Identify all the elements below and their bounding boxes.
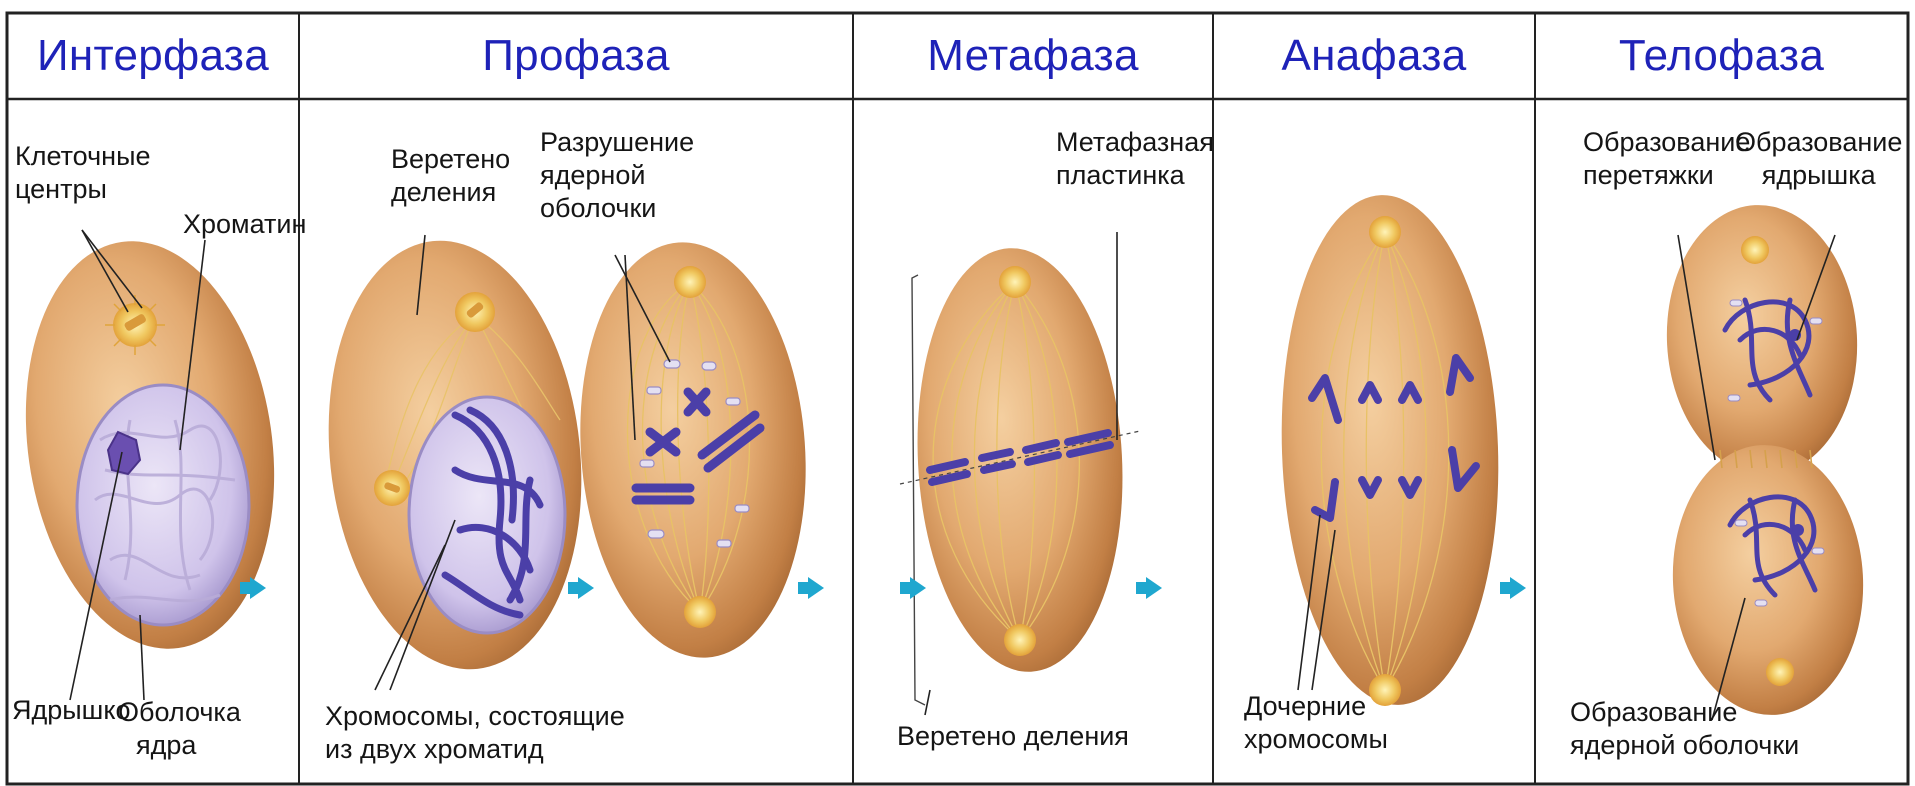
label-line: хромосомы: [1244, 723, 1388, 756]
label-line: центры: [15, 173, 151, 206]
label-line: деления: [391, 176, 510, 209]
label-line: Разрушение: [540, 126, 694, 159]
label-line: Образование: [1570, 696, 1799, 729]
label-metaphase-spindle: Веретено деления: [897, 720, 1129, 753]
late-prophase-cell: [567, 235, 824, 666]
anaphase-cell: [1273, 191, 1526, 708]
centrosome-icon: [999, 266, 1031, 298]
label-line: Хромосомы, состоящие: [325, 700, 625, 733]
centrosome-icon: [1004, 624, 1036, 656]
centrosome-icon: [684, 596, 716, 628]
header-anaphase: Анафаза: [1213, 14, 1535, 98]
label-nucleolus: Ядрышко: [12, 694, 130, 727]
label-envelope-breakdown: Разрушение ядерной оболочки: [540, 126, 694, 225]
label-line: ядерной: [540, 159, 694, 192]
header-metaphase: Метафаза: [853, 14, 1213, 98]
metaphase-cell: [900, 232, 1162, 715]
label-line: Образование: [1735, 126, 1902, 159]
header-prophase: Профаза: [299, 14, 853, 98]
label-envelope-formation: Образование ядерной оболочки: [1570, 696, 1799, 762]
label-spindle: Веретено деления: [391, 143, 510, 209]
label-line: Метафазная: [1056, 126, 1214, 159]
header-interphase: Интерфаза: [7, 14, 299, 98]
label-line: оболочки: [540, 192, 694, 225]
centrosome-icon: [674, 266, 706, 298]
centrosome-icon: [1369, 216, 1401, 248]
label-metaphase-plate: Метафазная пластинка: [1056, 126, 1214, 192]
centrosome-icon: [374, 470, 410, 506]
label-chromosomes: Хромосомы, состоящие из двух хроматид: [325, 700, 625, 766]
label-line: Оболочка: [118, 696, 241, 729]
label-chromatin: Хроматин: [183, 208, 306, 241]
early-prophase-cell: [308, 228, 602, 690]
label-line: Образование: [1583, 126, 1750, 159]
label-line: из двух хроматид: [325, 733, 625, 766]
label-line: Клеточные: [15, 140, 151, 173]
label-cell-centers: Клеточные центры: [15, 140, 151, 206]
label-line: ядерной оболочки: [1570, 729, 1799, 762]
label-line: Веретено: [391, 143, 510, 176]
centrosome-icon: [455, 292, 495, 332]
interphase-cell: [1, 225, 300, 700]
centrosome-icon: [105, 295, 165, 355]
label-nucleolus-formation: Образование ядрышка: [1735, 126, 1902, 192]
label-line: пластинка: [1056, 159, 1214, 192]
telophase-cell: [1660, 200, 1870, 720]
label-furrow-formation: Образование перетяжки: [1583, 126, 1750, 192]
centrosome-icon: [1741, 236, 1769, 264]
label-line: ядра: [118, 729, 241, 762]
label-line: ядрышка: [1735, 159, 1902, 192]
centrosome-icon: [1766, 658, 1794, 686]
label-line: перетяжки: [1583, 159, 1750, 192]
label-daughter-chromosomes: Дочерние хромосомы: [1244, 690, 1388, 756]
header-telophase: Телофаза: [1535, 14, 1908, 98]
label-line: Дочерние: [1244, 690, 1388, 723]
label-nuclear-envelope: Оболочка ядра: [118, 696, 241, 762]
